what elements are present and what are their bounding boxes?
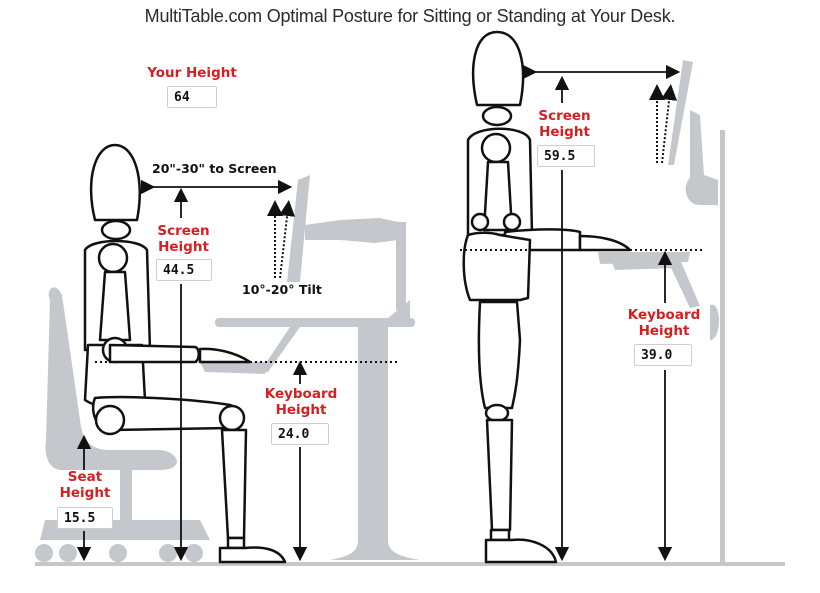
standing-screen-height-label: Screen Height [538, 108, 591, 140]
screen-distance-label: 20"-30" to Screen [152, 161, 277, 176]
your-height-value: 64 [167, 86, 217, 108]
floor-line [35, 562, 785, 566]
mannequin-sitting-icon [83, 143, 287, 564]
standing-tilt-arrows-icon [649, 84, 678, 164]
standing-keyboard-height-value: 39.0 [634, 344, 692, 366]
tilt-label: 10°-20° Tilt [242, 282, 322, 297]
standing-screen-height-value: 59.5 [537, 145, 595, 167]
diagram-title: MultiTable.com Optimal Posture for Sitti… [144, 6, 676, 26]
tilt-arrows-icon [267, 200, 296, 279]
your-height-label: Your Height [147, 65, 237, 81]
sitting-screen-height-label: Screen Height [157, 223, 210, 255]
seat-height-label: Seat Height [59, 469, 111, 501]
mannequin-standing-icon [462, 30, 632, 564]
sitting-keyboard-height-label: Keyboard Height [264, 386, 338, 418]
standing-desk-with-monitor-icon [598, 60, 725, 564]
sitting-screen-height-value: 44.5 [156, 259, 212, 281]
sitting-keyboard-height-value: 24.0 [271, 423, 329, 445]
standing-keyboard-height-label: Keyboard Height [627, 307, 701, 339]
seat-height-value: 15.5 [57, 507, 113, 529]
sitting-desk-with-monitor-arm-icon [200, 175, 420, 560]
